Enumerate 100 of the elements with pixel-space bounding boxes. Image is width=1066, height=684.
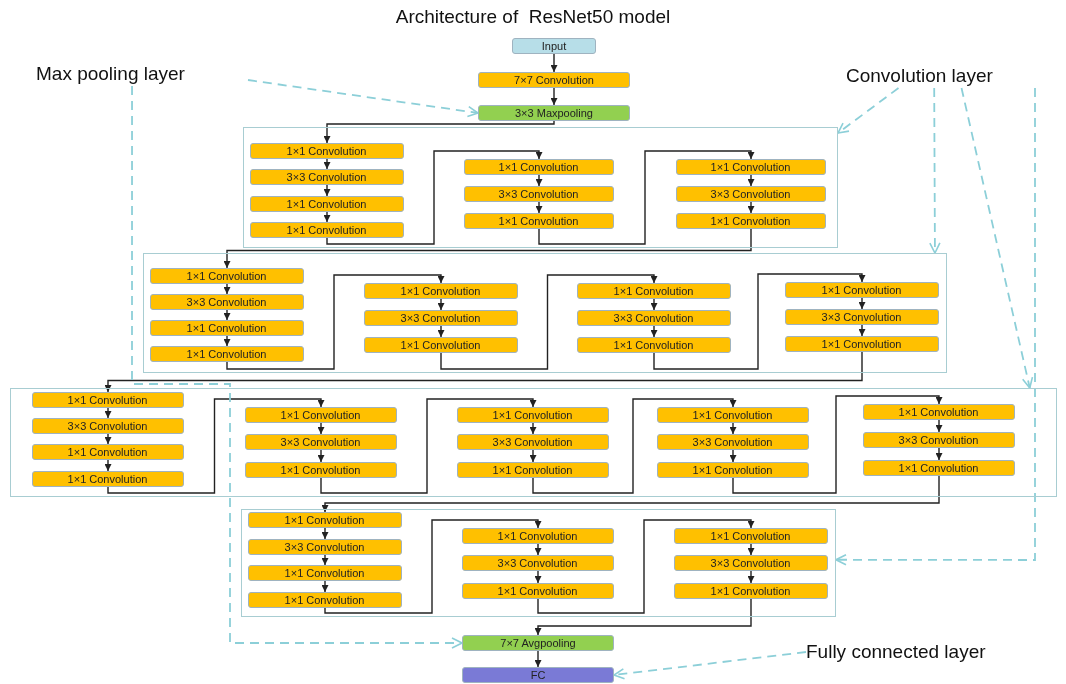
arrow <box>729 449 737 463</box>
convolution-box: 1×1 Convolution <box>247 511 402 528</box>
convolution-box: 1×1 Convolution <box>249 221 404 238</box>
convolution-box: 1×1 Convolution <box>461 527 614 544</box>
stage-frame <box>143 253 947 373</box>
dashed-arrow <box>131 85 463 649</box>
arrow <box>535 201 543 214</box>
arrow <box>732 395 943 494</box>
convolution-box: 3×3 Convolution <box>31 417 184 434</box>
convolution-box: 3×3 Convolution <box>784 308 939 325</box>
convolution-box: 1×1 Convolution <box>656 406 809 423</box>
arrow <box>440 274 658 370</box>
convolution-box: 1×1 Convolution <box>31 391 184 408</box>
convolution-box: 3×3 Convolution <box>673 554 828 571</box>
arrow <box>321 554 329 566</box>
convolution-box: 1×1 Convolution <box>784 281 939 298</box>
callout-text: Convolution layer <box>846 64 1056 88</box>
convolution-box: 3×3 Convolution <box>463 185 614 202</box>
convolution-box: 7×7 Convolution <box>478 72 630 88</box>
dashed-arrow <box>960 87 1034 389</box>
arrow <box>317 422 325 435</box>
arrow <box>321 527 329 540</box>
arrow <box>223 228 752 269</box>
arrow <box>223 283 231 295</box>
arrow <box>747 174 755 187</box>
arrow <box>534 570 542 584</box>
arrow <box>537 519 755 614</box>
arrow <box>534 598 752 636</box>
convolution-box: 3×3 Convolution <box>363 309 518 326</box>
convolution-box: 1×1 Convolution <box>656 461 809 478</box>
arrow <box>223 335 231 347</box>
convolution-box: 1×1 Convolution <box>31 470 184 487</box>
pooling-box: 7×7 Avgpooling <box>462 635 614 651</box>
convolution-box: 1×1 Convolution <box>463 212 614 229</box>
arrow <box>104 433 112 445</box>
arrow <box>650 325 658 338</box>
arrow <box>226 274 445 370</box>
convolution-box: 1×1 Convolution <box>862 459 1015 476</box>
dashed-arrow <box>613 651 807 680</box>
callout-text: Max pooling layer <box>36 62 248 86</box>
dashed-arrow <box>837 87 900 134</box>
arrow <box>535 174 543 187</box>
arrow <box>747 201 755 214</box>
convolution-box: 1×1 Convolution <box>675 212 826 229</box>
arrow <box>323 184 331 197</box>
arrow <box>107 398 325 494</box>
arrow <box>104 459 112 472</box>
arrow <box>323 158 331 170</box>
convolution-box: 3×3 Convolution <box>456 433 609 450</box>
convolution-box: 3×3 Convolution <box>461 554 614 571</box>
convolution-box: 3×3 Convolution <box>656 433 809 450</box>
dashed-arrow <box>247 79 479 118</box>
arrow <box>323 211 331 223</box>
arrow <box>534 650 542 668</box>
convolution-box: 1×1 Convolution <box>784 335 939 352</box>
convolution-box: 1×1 Convolution <box>149 345 304 362</box>
arrow <box>935 419 943 433</box>
arrow <box>858 324 866 337</box>
convolution-box: 1×1 Convolution <box>363 282 518 299</box>
convolution-box: 3×3 Convolution <box>244 433 397 450</box>
dashed-arrow <box>929 87 941 254</box>
convolution-box: 1×1 Convolution <box>576 336 731 353</box>
arrow <box>729 422 737 435</box>
convolution-box: 1×1 Convolution <box>247 564 402 581</box>
convolution-box: 3×3 Convolution <box>249 168 404 185</box>
convolution-box: 1×1 Convolution <box>249 195 404 212</box>
stage-frame <box>241 509 836 617</box>
convolution-box: 1×1 Convolution <box>244 461 397 478</box>
arrow <box>650 298 658 311</box>
convolution-box: 1×1 Convolution <box>673 527 828 544</box>
diagram-title: Architecture of ResNet50 model <box>394 6 672 28</box>
arrow <box>935 447 943 461</box>
arrow <box>653 273 866 370</box>
convolution-box: 1×1 Convolution <box>149 319 304 336</box>
convolution-box: 1×1 Convolution <box>149 267 304 284</box>
arrow <box>317 449 325 463</box>
convolution-box: 1×1 Convolution <box>862 403 1015 420</box>
convolution-box: 1×1 Convolution <box>244 406 397 423</box>
arrow <box>437 298 445 311</box>
arrow <box>223 309 231 321</box>
convolution-box: 1×1 Convolution <box>675 158 826 175</box>
convolution-box: 1×1 Convolution <box>576 282 731 299</box>
convolution-box: 1×1 Convolution <box>456 406 609 423</box>
pooling-box: 3×3 Maxpooling <box>478 105 630 121</box>
callout-text: Fully connected layer <box>806 640 1062 664</box>
convolution-box: 1×1 Convolution <box>463 158 614 175</box>
arrow <box>747 570 755 584</box>
convolution-box: 3×3 Convolution <box>576 309 731 326</box>
arrow <box>437 325 445 338</box>
arrow <box>320 398 537 494</box>
convolution-box: 3×3 Convolution <box>862 431 1015 448</box>
arrow <box>529 422 537 435</box>
convolution-box: 1×1 Convolution <box>31 443 184 460</box>
convolution-box: 1×1 Convolution <box>247 591 402 608</box>
convolution-box: 1×1 Convolution <box>673 582 828 599</box>
arrow <box>321 475 940 513</box>
arrow <box>529 449 537 463</box>
arrow <box>104 351 863 393</box>
arrow <box>326 150 543 245</box>
fully-connected-box: FC <box>462 667 614 683</box>
